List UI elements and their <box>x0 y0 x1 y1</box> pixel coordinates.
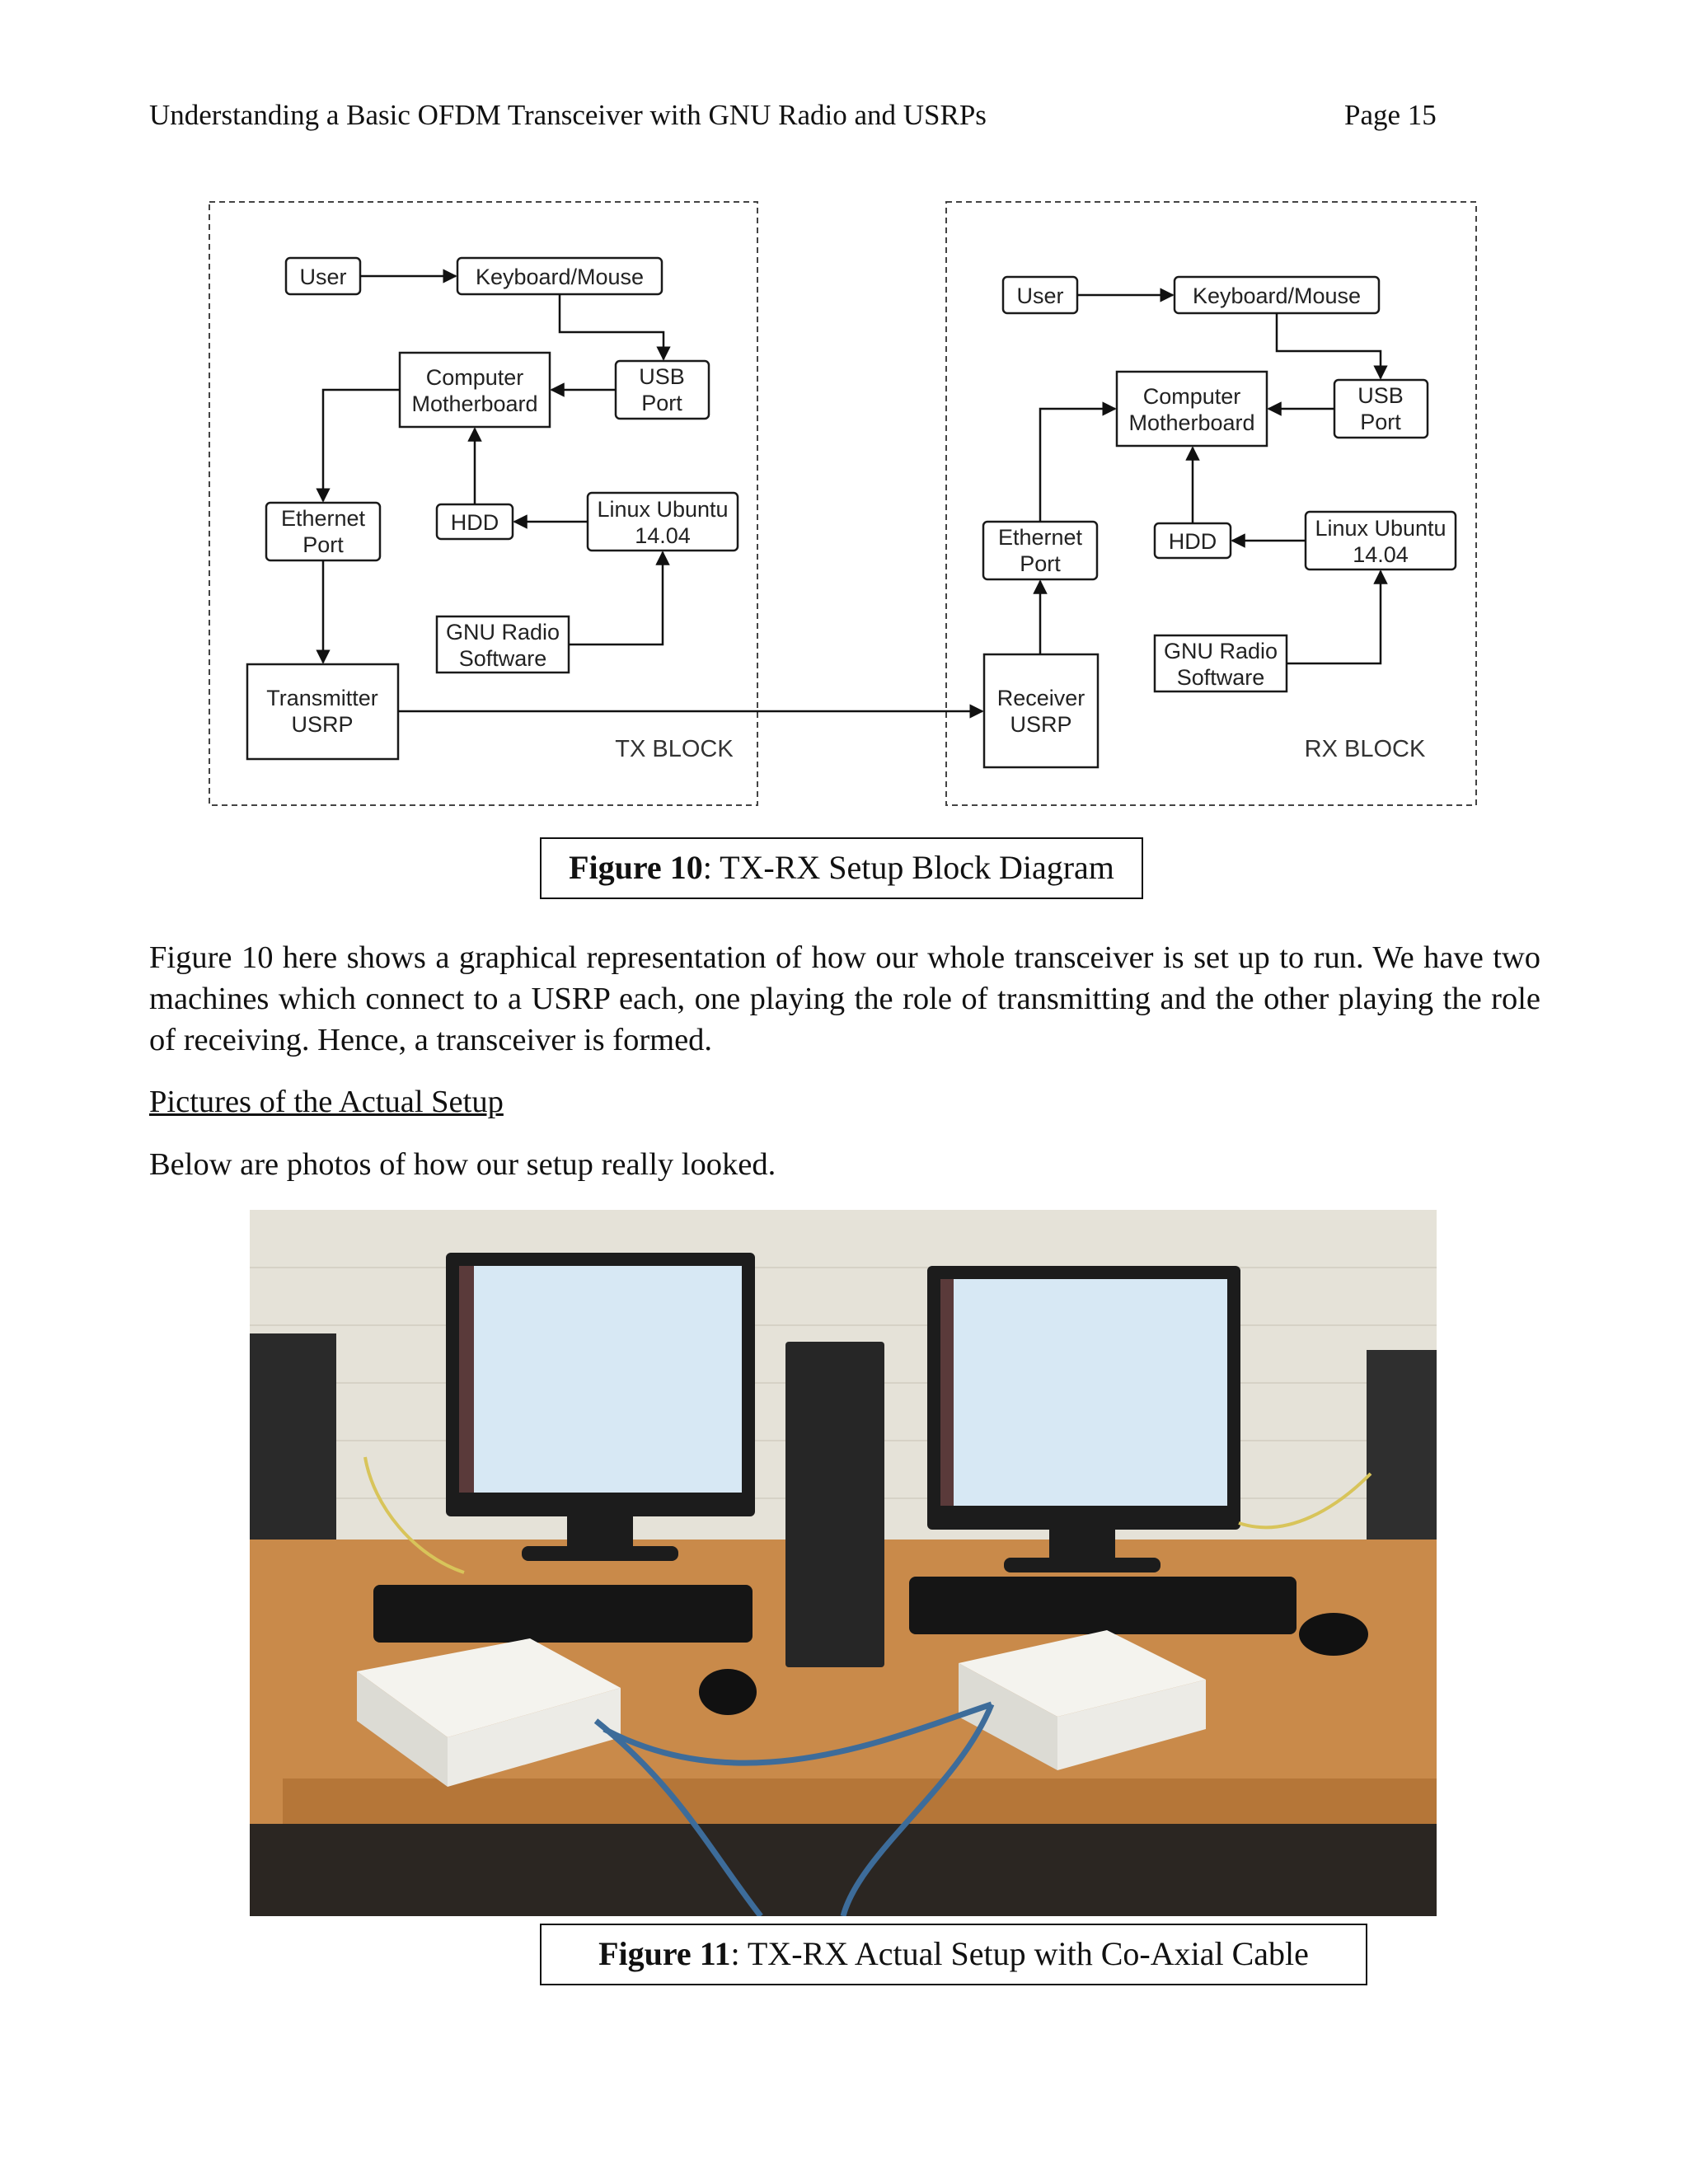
svg-text:Port: Port <box>1020 551 1061 576</box>
tx-hdd-box: HDD <box>435 503 514 541</box>
photo-left-monitor <box>446 1253 755 1561</box>
rx-computer-box: Computer Motherboard <box>1115 370 1268 448</box>
figure-10-text: : TX-RX Setup Block Diagram <box>702 849 1114 886</box>
rx-usb-port-box: USB Port <box>1333 378 1429 439</box>
setup-photo <box>250 1210 1437 1916</box>
rx-gnu-radio-box: GNU Radio Software <box>1153 634 1288 693</box>
page-number: Page 15 <box>1344 99 1437 131</box>
svg-text:USB: USB <box>1357 383 1404 408</box>
tx-usb-port-box: USB Port <box>614 359 710 420</box>
rx-arrow-gnu-linux <box>1287 569 1388 665</box>
rx-keyboard-box: Keyboard/Mouse <box>1173 275 1381 315</box>
rx-arrow-keyboard-usb <box>1275 313 1388 380</box>
photo-yellow-cable <box>363 1456 1372 1574</box>
rx-block-label: RX BLOCK <box>1305 736 1426 762</box>
svg-text:Motherboard: Motherboard <box>1128 410 1254 435</box>
svg-text:Port: Port <box>302 532 344 557</box>
section-heading: Pictures of the Actual Setup <box>149 1085 504 1119</box>
tx-gnu-radio-box: GNU Radio Software <box>435 615 570 674</box>
svg-text:USRP: USRP <box>1010 712 1071 737</box>
photo-right-keyboard <box>909 1577 1296 1634</box>
svg-text:Port: Port <box>1360 410 1401 434</box>
tx-arrow-keyboard-usb <box>558 294 671 361</box>
svg-text:User: User <box>299 265 346 289</box>
photo-right-monitor <box>927 1266 1240 1572</box>
tx-block-frame <box>209 201 758 806</box>
svg-text:Keyboard/Mouse: Keyboard/Mouse <box>476 265 644 289</box>
figure-11-caption: Figure 11: TX-RX Actual Setup with Co-Ax… <box>540 1924 1367 1985</box>
photo-left-usrp <box>357 1638 621 1787</box>
svg-text:GNU Radio: GNU Radio <box>446 620 560 644</box>
figure-10-label: Figure 10 <box>569 849 703 886</box>
svg-text:14.04: 14.04 <box>635 523 691 548</box>
tx-transmitter-usrp-box: Transmitter USRP <box>246 663 400 761</box>
photo-center-tower <box>785 1342 884 1667</box>
svg-text:Computer: Computer <box>426 365 524 390</box>
svg-text:Transmitter: Transmitter <box>266 686 378 710</box>
svg-text:Port: Port <box>641 391 682 415</box>
rx-receiver-usrp-box: Receiver USRP <box>982 653 1100 769</box>
svg-text:USRP: USRP <box>291 712 353 737</box>
svg-text:Ethernet: Ethernet <box>281 506 366 531</box>
svg-text:14.04: 14.04 <box>1353 542 1409 567</box>
tx-keyboard-box: Keyboard/Mouse <box>456 256 663 296</box>
tx-computer-box: Computer Motherboard <box>398 351 551 429</box>
svg-text:HDD: HDD <box>1169 529 1217 554</box>
photo-left-mouse <box>699 1669 757 1715</box>
body-paragraph: Figure 10 here shows a graphical represe… <box>149 940 1540 1057</box>
svg-text:Linux Ubuntu: Linux Ubuntu <box>1315 516 1446 541</box>
rx-ethernet-port-box: Ethernet Port <box>982 520 1099 581</box>
tx-arrow-computer-ethernet <box>316 388 400 503</box>
svg-text:Software: Software <box>459 646 547 671</box>
figure-11-label: Figure 11 <box>598 1935 731 1972</box>
svg-text:HDD: HDD <box>451 510 499 535</box>
tx-ethernet-port-box: Ethernet Port <box>265 501 382 562</box>
tx-linux-box: Linux Ubuntu 14.04 <box>586 491 739 552</box>
svg-text:Motherboard: Motherboard <box>411 391 537 416</box>
figure-10-caption: Figure 10: TX-RX Setup Block Diagram <box>540 837 1143 899</box>
rx-user-box: User <box>1001 275 1079 315</box>
tx-arrow-gnu-linux <box>569 551 670 646</box>
rx-arrow-ethernet-computer <box>1039 401 1117 522</box>
photo-right-usrp <box>959 1630 1206 1770</box>
photo-under-bench <box>250 1824 1437 1916</box>
running-header-title: Understanding a Basic OFDM Transceiver w… <box>149 99 987 131</box>
photo-bench-edge <box>283 1779 1437 1828</box>
figure-11-text: : TX-RX Actual Setup with Co-Axial Cable <box>730 1935 1309 1972</box>
rx-hdd-box: HDD <box>1153 522 1232 560</box>
photo-coax-cable <box>593 1701 995 1916</box>
svg-text:USB: USB <box>639 364 685 389</box>
tx-rx-block-diagram: TX BLOCK User Keyboard/Mouse Computer Mo… <box>209 201 1477 806</box>
photo-intro-text: Below are photos of how our setup really… <box>149 1147 776 1182</box>
rx-linux-box: Linux Ubuntu 14.04 <box>1304 510 1457 571</box>
tx-block-label: TX BLOCK <box>615 736 734 762</box>
svg-text:Receiver: Receiver <box>997 686 1085 710</box>
svg-text:User: User <box>1016 284 1063 308</box>
svg-text:Linux Ubuntu: Linux Ubuntu <box>597 497 728 522</box>
svg-text:Computer: Computer <box>1143 384 1241 409</box>
svg-text:Keyboard/Mouse: Keyboard/Mouse <box>1193 284 1361 308</box>
rx-block-frame <box>945 201 1477 806</box>
tx-user-box: User <box>284 256 362 296</box>
svg-text:Software: Software <box>1177 665 1265 690</box>
photo-right-mouse <box>1299 1613 1368 1656</box>
svg-text:Ethernet: Ethernet <box>998 525 1083 550</box>
svg-text:GNU Radio: GNU Radio <box>1164 639 1278 663</box>
photo-left-keyboard <box>373 1585 753 1643</box>
